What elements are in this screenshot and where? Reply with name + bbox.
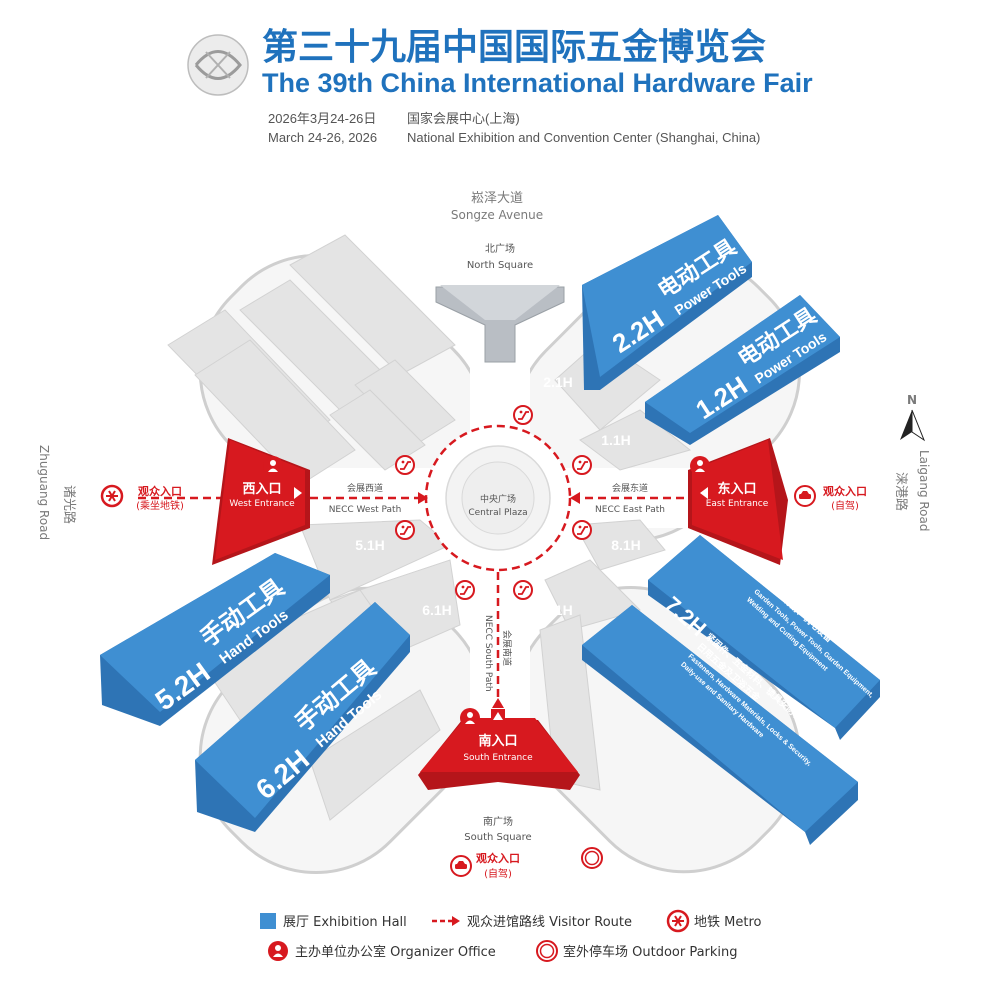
legend-office-label: 主办单位办公室 Organizer Office (295, 944, 496, 960)
legend-parking-label: 室外停车场 Outdoor Parking (563, 944, 738, 960)
south-entrance-en: South Entrance (463, 753, 533, 763)
outdoor-parking-icon[interactable] (581, 847, 603, 869)
title-zh: 第三十九届中国国际五金博览会 (262, 26, 766, 68)
visitor-entry-east[interactable]: 观众入口 (自驾) (794, 484, 867, 512)
road-west-en: Zhuguang Road (37, 445, 51, 540)
north-square-en: North Square (467, 260, 533, 271)
gray-halls-southwest (199, 519, 461, 821)
escalator-icon (572, 455, 592, 475)
hall-2-2h[interactable]: 2.2H 电动工具 Power Tools (582, 215, 753, 390)
west-path-en: NECC West Path (329, 505, 402, 515)
route-arrows (418, 492, 580, 708)
west-entrance-arrow (294, 487, 302, 499)
visitor-entry-east-sub: (自驾) (831, 499, 859, 512)
hall-8-1h: 8.1H (611, 537, 641, 553)
escalator-icon (513, 580, 533, 600)
visitor-entry-east-label: 观众入口 (823, 484, 867, 498)
legend-office: 主办单位办公室 Organizer Office (268, 941, 496, 961)
south-square-en: South Square (464, 832, 531, 843)
south-entrance[interactable]: 南入口 South Entrance (418, 709, 580, 790)
hall-7-2h[interactable]: 7.2H 紧固件、五金材料、锁具安防、 日用五金及卫浴五金 Fasteners,… (582, 591, 858, 845)
road-east-en: Laigang Road (917, 450, 931, 532)
hall-5-1h: 5.1H (355, 537, 385, 553)
east-entrance[interactable]: 东入口 East Entrance (688, 438, 788, 565)
legend-parking: 室外停车场 Outdoor Parking (536, 940, 738, 962)
visitor-entry-west-sub: (乘坐地铁) (136, 499, 184, 512)
visitor-entry-west[interactable]: 观众入口 (乘坐地铁) (100, 484, 184, 512)
hall-2-1h: 2.1H (543, 374, 573, 390)
legend-metro: 地铁 Metro (666, 909, 762, 933)
date-zh: 2026年3月24-26日 (268, 111, 376, 126)
hall-1-1h: 1.1H (601, 432, 631, 448)
date-en: March 24-26, 2026 (268, 130, 377, 145)
gray-hall-labels: 2.1H 1.1H 8.1H 7.1H 6.1H 5.1H (355, 374, 641, 618)
gray-halls-northwest (167, 234, 456, 486)
south-entrance-arrow (493, 712, 503, 720)
east-entrance-zh: 东入口 (717, 481, 756, 497)
south-path-en: NECC South Path (483, 615, 493, 692)
visitor-entry-south[interactable]: 观众入口 (自驾) (450, 851, 520, 880)
legend-metro-label: 地铁 Metro (694, 915, 762, 930)
hall-6-2h[interactable]: 6.2H 手动工具 Hand Tools (195, 602, 410, 832)
metro-icon (666, 909, 690, 933)
south-square-zh: 南广场 (483, 815, 513, 828)
legend-hall-label: 展厅 Exhibition Hall (283, 915, 407, 930)
road-north-en: Songze Avenue (451, 208, 543, 222)
south-entrance-zh: 南入口 (478, 733, 517, 749)
legend-route: 观众进馆路线 Visitor Route (432, 914, 632, 930)
venue-zh: 国家会展中心(上海) (407, 111, 520, 126)
west-entrance[interactable]: 西入口 West Entrance (212, 438, 310, 565)
east-entrance-arrow (700, 487, 708, 499)
west-entrance-zh: 西入口 (242, 482, 281, 497)
legend-hall: 展厅 Exhibition Hall (260, 913, 407, 930)
central-plaza-en: Central Plaza (468, 508, 527, 518)
escalator-icon (395, 520, 415, 540)
escalator-icon (572, 520, 592, 540)
road-north-zh: 崧泽大道 (471, 191, 523, 206)
east-path-en: NECC East Path (595, 505, 665, 515)
metro-icon (100, 484, 124, 508)
organizer-office-south-icon[interactable] (460, 708, 480, 728)
west-path-zh: 会展西道 (347, 482, 383, 494)
car-icon (794, 485, 816, 507)
organizer-office-west-icon[interactable] (263, 456, 283, 476)
visitor-entry-south-label: 观众入口 (476, 851, 520, 865)
organizer-office-east-icon[interactable] (690, 456, 710, 476)
venue-en: National Exhibition and Convention Cente… (407, 130, 760, 145)
title-en: The 39th China International Hardware Fa… (262, 68, 813, 98)
hall-6-1h: 6.1H (422, 602, 452, 618)
visitor-entry-south-sub: (自驾) (484, 867, 512, 880)
escalator-icon (455, 580, 475, 600)
compass: N (900, 393, 926, 442)
compass-north-label: N (907, 393, 917, 407)
hall-swatch-icon (260, 913, 276, 929)
road-east-zh: 涞港路 (893, 472, 909, 511)
escalator-icon (395, 455, 415, 475)
road-west-zh: 诸光路 (61, 485, 77, 524)
south-path-zh: 会展南道 (501, 630, 513, 666)
visitor-routes (138, 496, 688, 700)
car-icon (450, 855, 472, 877)
fair-logo (187, 34, 249, 96)
east-entrance-en: East Entrance (706, 499, 769, 509)
east-path-zh: 会展东道 (612, 482, 648, 494)
legend: 展厅 Exhibition Hall 观众进馆路线 Visitor Route … (260, 909, 762, 962)
north-square: 北广场 North Square (435, 242, 565, 363)
central-plaza-zh: 中央广场 (480, 493, 516, 505)
escalator-icon (513, 405, 533, 425)
visitor-entry-west-label: 观众入口 (138, 484, 182, 498)
hall-7-1h: 7.1H (543, 602, 573, 618)
west-entrance-en: West Entrance (229, 499, 295, 509)
legend-route-label: 观众进馆路线 Visitor Route (467, 914, 632, 930)
hall-5-2h[interactable]: 5.2H 手动工具 Hand Tools (100, 553, 330, 726)
organizer-office-icon (268, 941, 288, 961)
central-plaza: 中央广场 Central Plaza (424, 424, 572, 572)
parking-icon (536, 940, 558, 962)
north-square-zh: 北广场 (485, 242, 515, 255)
